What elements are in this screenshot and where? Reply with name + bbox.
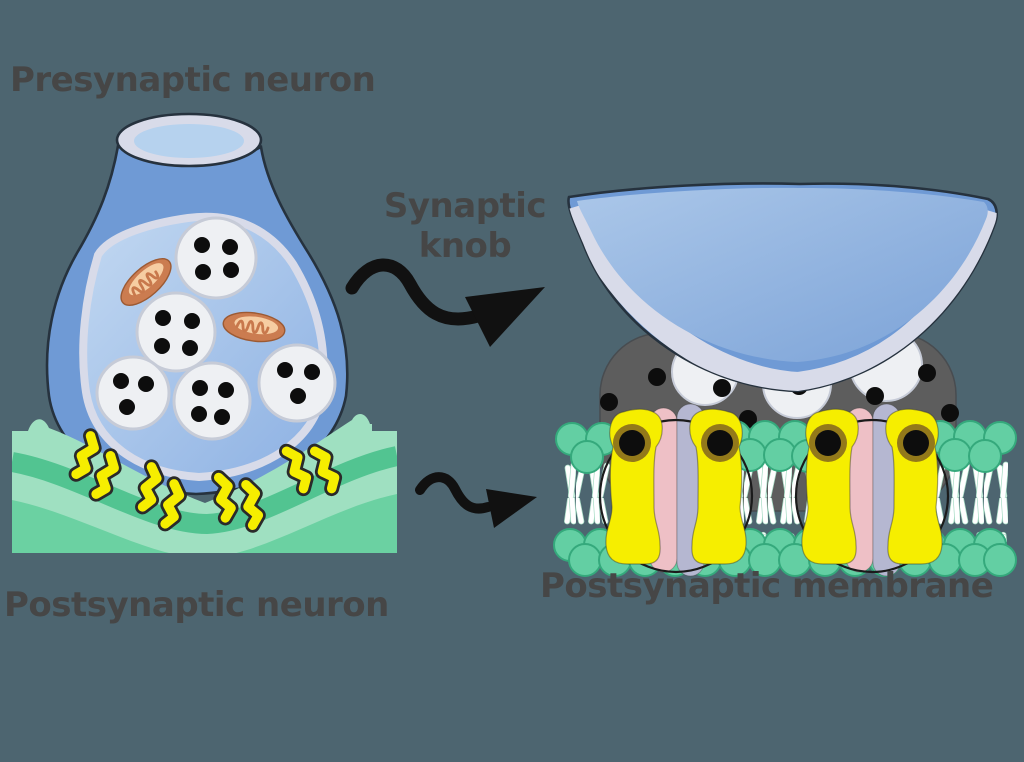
postsynaptic-membrane-label: Postsynaptic membrane: [540, 566, 994, 606]
postsynaptic-body-inner: [12, 494, 397, 553]
curved-arrow-to-knob-icon: [345, 258, 545, 347]
receptor-complex: [794, 403, 950, 577]
synaptic-knob-label: Synaptic knob: [383, 186, 547, 267]
complex-outline-circle: [598, 418, 754, 574]
receptor-protein: [689, 408, 747, 565]
axon-opening-inner: [134, 124, 244, 158]
receptor-protein: [801, 408, 859, 565]
presynaptic-neuron-label: Presynaptic neuron: [10, 60, 376, 100]
postsynaptic-neuron-label: Postsynaptic neuron: [4, 585, 389, 625]
complex-outline-circle: [794, 418, 950, 574]
mitochondrion: [120, 258, 172, 306]
synaptic-vesicle: [172, 361, 252, 441]
presynaptic-neuron: [45, 112, 349, 496]
postsynaptic-body: [12, 414, 397, 553]
phospholipid-heads-top: [555, 420, 1017, 474]
synaptic-vesicle: [95, 355, 171, 431]
synaptic-vesicle: [257, 343, 337, 423]
receptor-protein: [885, 408, 943, 565]
receptor-complex: [598, 403, 754, 577]
knob-dome: [567, 182, 998, 393]
mitochondrion: [222, 311, 286, 343]
synaptic-vesicle: [174, 216, 258, 300]
synaptic-knob-zoom: [553, 182, 1017, 577]
curved-arrow-to-membrane-icon: [415, 472, 537, 528]
synaptic-vesicle: [135, 291, 217, 373]
phospholipid-bilayer: [553, 403, 1017, 577]
receptor-protein: [605, 408, 663, 565]
postsynaptic-neuron: [12, 414, 397, 553]
